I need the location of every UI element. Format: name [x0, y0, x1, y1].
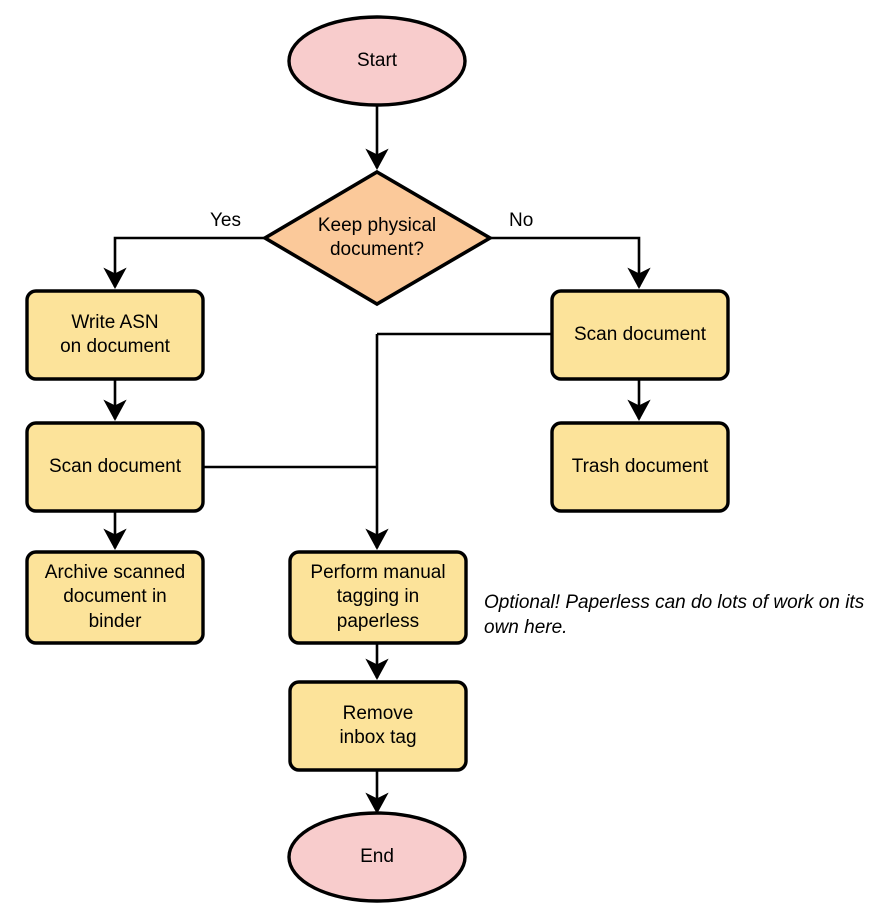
node-start-shape[interactable] [287, 15, 467, 107]
node-remove-inbox-shape[interactable] [288, 680, 468, 772]
node-scan-left-shape[interactable] [25, 421, 205, 513]
node-write-asn-shape[interactable] [25, 289, 205, 381]
node-trash-shape[interactable] [550, 421, 730, 513]
edge-label-yes: Yes [210, 210, 241, 231]
node-tagging-shape[interactable] [288, 550, 468, 645]
annotation-optional-note: Optional! Paperless can do lots of work … [484, 592, 865, 639]
edge-decision-no-to-scan-right [471, 226, 651, 289]
node-scan-right-shape[interactable] [550, 289, 730, 381]
node-decision-shape[interactable] [261, 169, 494, 307]
edge-decision-yes-to-write-asn [103, 226, 284, 289]
node-archive-shape[interactable] [25, 550, 205, 645]
node-end-shape[interactable] [287, 811, 467, 903]
edge-label-no: No [509, 210, 534, 231]
